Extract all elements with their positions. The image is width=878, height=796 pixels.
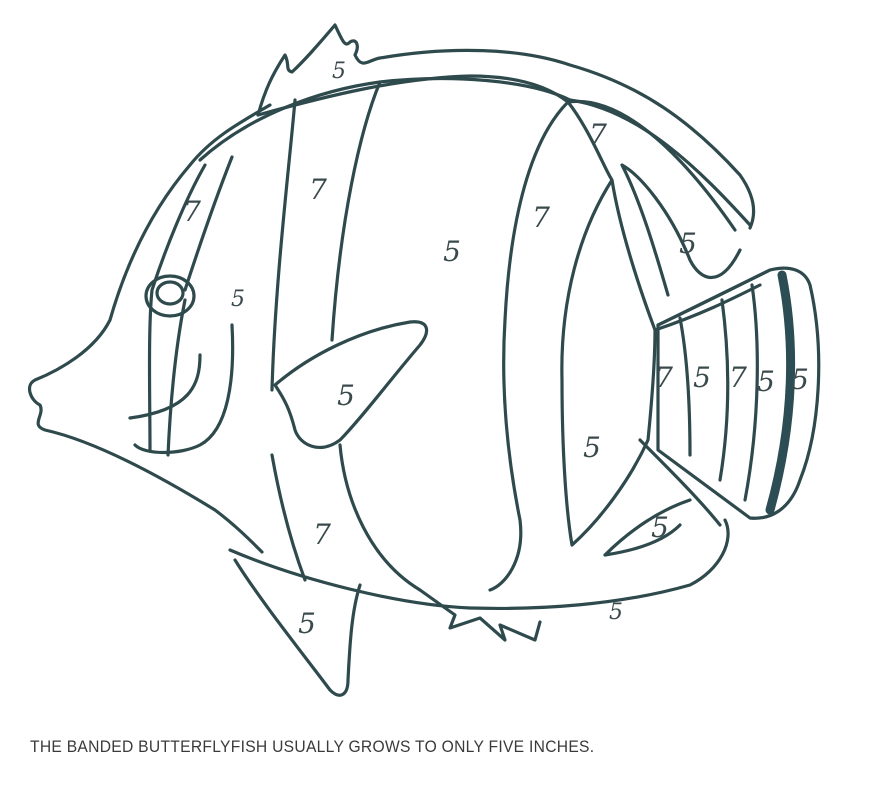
tail-dark-band (765, 270, 796, 515)
region-number-band-2: 7 (532, 201, 550, 234)
region-number-tail-band-4: 5 (757, 365, 775, 398)
region-number-band-1: 7 (309, 173, 327, 206)
tail-outline (656, 266, 821, 520)
region-number-pectoral-fin: 5 (337, 379, 355, 412)
butterflyfish-drawing (27, 23, 821, 697)
pelvic-fin-outline (233, 558, 362, 697)
dorsal-spines (256, 23, 756, 230)
head-band-lines (147, 155, 234, 457)
eye-inner (155, 280, 185, 306)
region-number-anal-fin-inner: 5 (651, 511, 669, 544)
region-number-dorsal-band: 7 (589, 118, 607, 151)
region-number-tail-band-1: 7 (655, 361, 673, 394)
region-number-dorsal-spine: 5 (332, 59, 346, 84)
region-number-face: 5 (231, 287, 245, 312)
region-number-dorsal-fin-inner: 5 (679, 227, 697, 260)
region-number-lower-band: 7 (313, 518, 331, 551)
region-number-tail-band-2: 5 (693, 361, 711, 394)
region-number-body-middle: 5 (443, 235, 461, 268)
region-number-rear-body: 5 (583, 431, 601, 464)
caption: THE BANDED BUTTERFLYFISH USUALLY GROWS T… (30, 737, 595, 756)
region-number-tail-edge: 5 (791, 363, 809, 396)
region-number-tail-band-3: 7 (729, 361, 747, 394)
region-number-pelvic-fin: 5 (298, 607, 316, 640)
eye-outer (144, 274, 196, 318)
pectoral-fin-outline (273, 320, 429, 449)
region-number-head-band: 7 (183, 195, 201, 228)
region-number-lower-fin-edge: 5 (609, 600, 623, 625)
body-outline (27, 76, 752, 554)
